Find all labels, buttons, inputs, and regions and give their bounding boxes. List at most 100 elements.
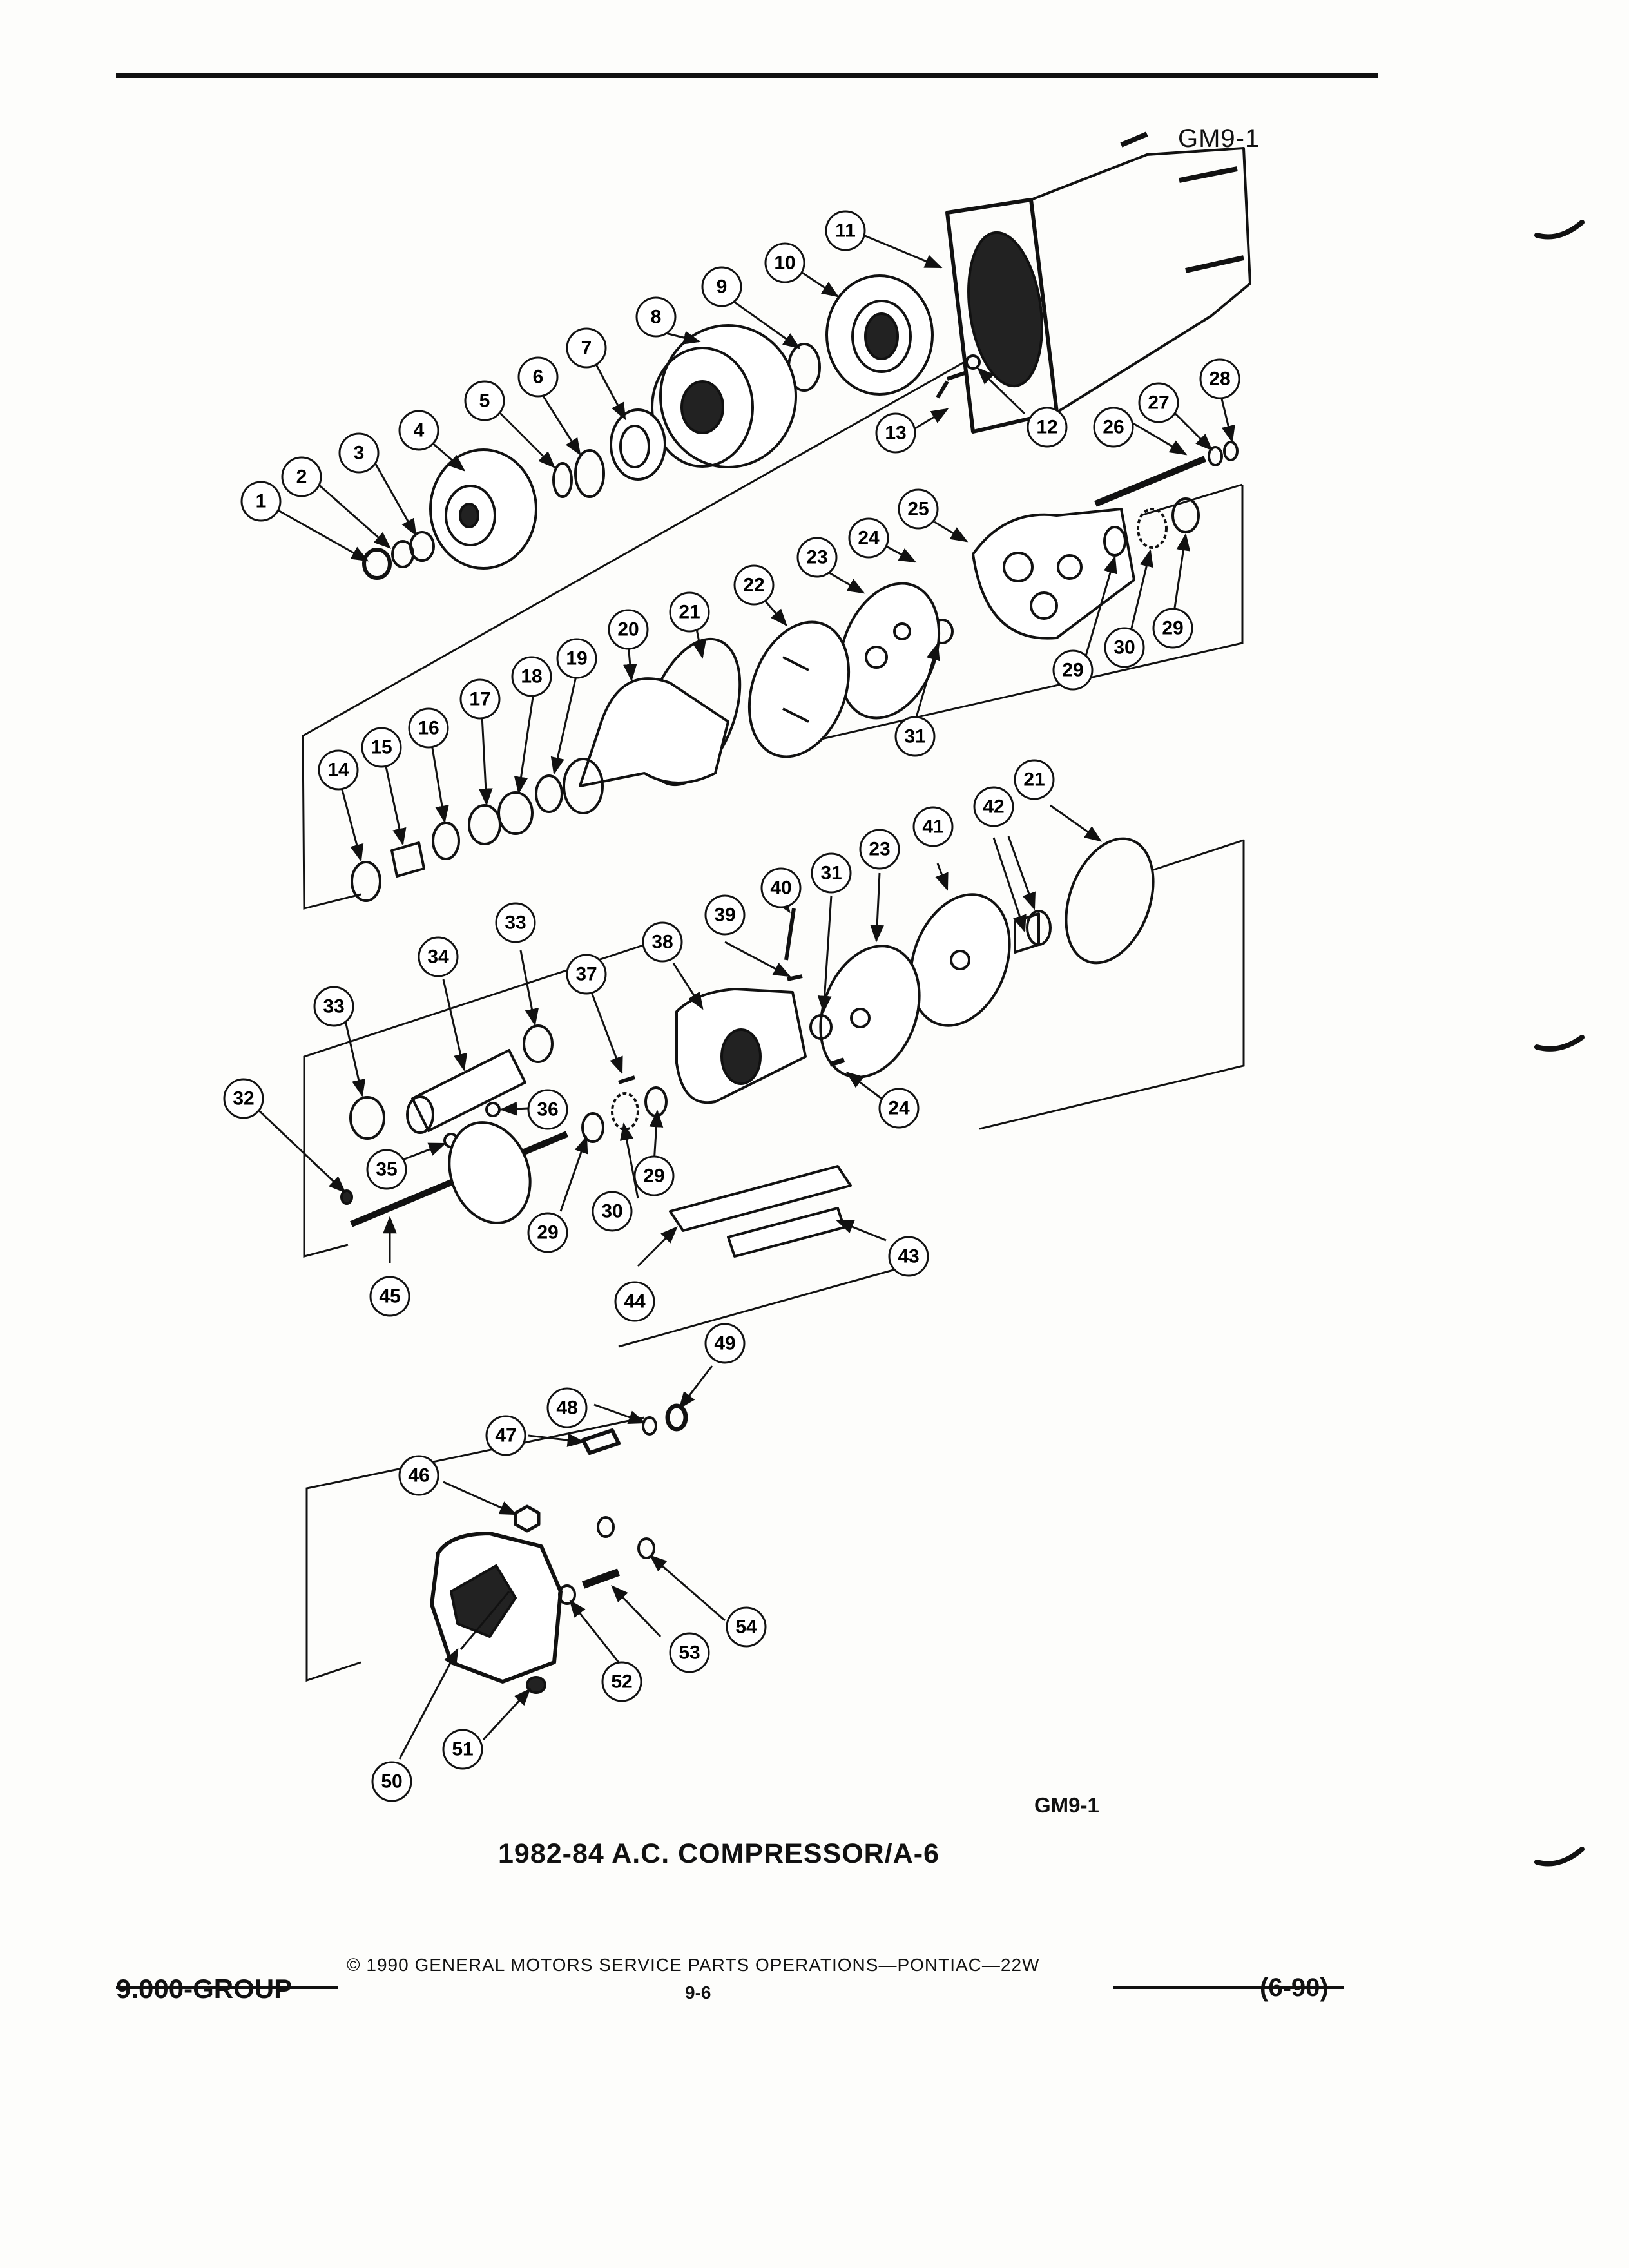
leader-line	[882, 543, 917, 563]
callout-39: 39	[704, 894, 746, 936]
svg-text:16: 16	[418, 718, 439, 739]
part-51-plug	[526, 1676, 546, 1694]
svg-text:42: 42	[983, 796, 1004, 818]
callout-45: 45	[369, 1276, 410, 1317]
part-31-bushing	[809, 1014, 833, 1040]
callout-21: 21	[1014, 759, 1055, 800]
part-37-pin	[618, 1075, 635, 1084]
callout-51: 51	[442, 1729, 483, 1770]
callout-43: 43	[888, 1236, 929, 1277]
part-38-cylinder-front	[675, 988, 807, 1104]
frame-section-2	[302, 360, 967, 910]
part-45-shaft-swash-plate	[350, 1121, 568, 1227]
part-21-o-ring	[1065, 837, 1155, 965]
binder-marks	[1534, 220, 1585, 1867]
leader-line	[372, 460, 417, 537]
group-number: 9.000-GROUP	[116, 1974, 293, 2004]
leader-line	[430, 440, 466, 472]
leader-line	[559, 1135, 588, 1212]
leader-lines	[255, 234, 1235, 1760]
svg-text:21: 21	[679, 602, 700, 623]
svg-text:22: 22	[743, 575, 764, 596]
svg-text:49: 49	[714, 1333, 735, 1354]
svg-text:48: 48	[556, 1398, 577, 1419]
leader-line	[619, 1122, 639, 1199]
leader-line	[623, 644, 637, 682]
part-33-ring	[523, 1024, 554, 1063]
part-13-screw	[936, 370, 967, 399]
callout-54: 54	[726, 1606, 767, 1648]
callout-12: 12	[1027, 407, 1068, 448]
part-2-washer	[391, 540, 414, 568]
callout-29: 29	[1052, 649, 1094, 691]
callout-42: 42	[973, 786, 1014, 827]
leader-line	[1173, 411, 1213, 451]
svg-text:53: 53	[679, 1642, 700, 1664]
leader-line	[340, 787, 364, 862]
leader-line	[935, 863, 949, 891]
svg-text:12: 12	[1036, 417, 1057, 438]
leader-line	[637, 1226, 678, 1267]
callout-19: 19	[556, 638, 597, 679]
leader-line	[824, 569, 865, 594]
leader-line	[817, 895, 833, 1014]
part-46-nut	[514, 1504, 541, 1533]
svg-text:30: 30	[1113, 637, 1135, 658]
part-32-key	[340, 1189, 353, 1205]
leader-line	[728, 296, 801, 349]
part-25-cylinder-rear	[972, 508, 1135, 640]
footer-rule-left	[116, 1986, 338, 1989]
svg-text:35: 35	[376, 1159, 397, 1180]
svg-text:4: 4	[414, 420, 425, 441]
part-53-valve	[581, 1568, 621, 1589]
svg-text:26: 26	[1103, 417, 1124, 438]
part-27-ring	[1208, 446, 1223, 466]
part-36-ball	[485, 1102, 501, 1117]
svg-text:25: 25	[907, 499, 929, 520]
part-48-o-ring	[642, 1416, 657, 1436]
part-7-bearing	[610, 408, 666, 481]
callout-52: 52	[601, 1661, 642, 1702]
leader-line	[514, 692, 535, 794]
part-o-ring-small	[597, 1516, 615, 1538]
callout-7: 7	[566, 327, 607, 369]
leader-line	[569, 1599, 620, 1663]
svg-text:10: 10	[774, 253, 795, 274]
callout-24: 24	[878, 1088, 920, 1129]
leader-line	[384, 763, 407, 846]
callout-53: 53	[669, 1632, 710, 1673]
part-24-pin	[829, 1057, 845, 1067]
part-4-clutch-hub	[429, 448, 537, 570]
svg-text:23: 23	[806, 547, 827, 568]
svg-text:36: 36	[537, 1099, 558, 1120]
part-10-coil	[825, 274, 934, 396]
part-14-ring	[351, 861, 381, 902]
callout-4: 4	[398, 410, 439, 451]
callout-28: 28	[1199, 358, 1240, 399]
svg-text:23: 23	[869, 839, 890, 860]
leader-line	[1173, 533, 1191, 613]
figure-code-bottom: GM9-1	[1034, 1793, 1099, 1817]
svg-text:24: 24	[858, 528, 880, 549]
callout-14: 14	[318, 749, 359, 791]
callout-13: 13	[875, 412, 916, 454]
leader-line	[798, 269, 840, 298]
svg-text:29: 29	[1062, 660, 1083, 681]
svg-text:19: 19	[566, 648, 587, 669]
part-29-thrust-washer	[1171, 497, 1200, 533]
leader-line	[593, 360, 626, 421]
callout-35: 35	[366, 1149, 407, 1190]
svg-text:45: 45	[379, 1286, 400, 1307]
svg-text:5: 5	[479, 390, 490, 412]
part-20-front-head	[563, 677, 729, 814]
svg-text:13: 13	[885, 423, 906, 444]
svg-text:17: 17	[469, 689, 490, 710]
svg-text:24: 24	[888, 1098, 910, 1119]
callout-31: 31	[811, 852, 852, 894]
leader-line	[611, 1585, 662, 1638]
svg-text:29: 29	[1162, 618, 1183, 639]
callout-6: 6	[517, 356, 559, 398]
leader-line	[992, 837, 1027, 933]
leader-line	[672, 963, 704, 1010]
part-40-screw	[784, 908, 796, 961]
